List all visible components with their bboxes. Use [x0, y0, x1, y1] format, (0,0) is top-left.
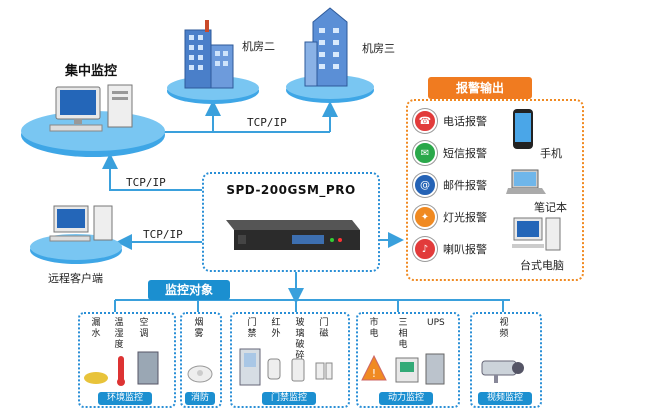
power-item-three-phase: 三相电 [398, 318, 408, 350]
room2-label: 机房二 [242, 40, 275, 53]
video-item-camera: 视频 [499, 318, 509, 339]
tcp-label-central: TCP/IP [126, 176, 166, 189]
power-item-mains: 市电 [369, 318, 379, 339]
light-icon: ✦ [413, 205, 437, 229]
camera-icon [481, 360, 524, 383]
device-unit-icon[interactable] [222, 210, 362, 254]
env-item-leak: 漏水 [91, 318, 101, 339]
alarm-item-phone: ☎ 电话报警 [413, 109, 487, 133]
remote-client-label: 远程客户端 [48, 272, 103, 285]
desktop-icon [512, 217, 561, 251]
alarm-output-header: 报警输出 [428, 77, 532, 99]
power-devices-icon: ! [361, 353, 445, 385]
laptop-icon [506, 169, 546, 194]
link-device-to-central [102, 153, 205, 191]
tcp-label-remote: TCP/IP [143, 228, 183, 241]
alarm-item-sms: ✉ 短信报警 [413, 141, 487, 165]
alarm-item-speaker: ♪ 喇叭报警 [413, 237, 487, 261]
env-item-aircon: 空调 [139, 318, 149, 339]
door-item-access: 门禁 [247, 318, 257, 339]
power-category-label: 动力监控 [379, 392, 433, 405]
sms-icon: ✉ [413, 141, 437, 165]
power-item-ups: UPS [427, 318, 445, 328]
speaker-icon: ♪ [413, 237, 437, 261]
group-power [356, 312, 460, 408]
monitor-objects-header: 监控对象 [148, 280, 230, 300]
door-item-infrared: 红外 [271, 318, 281, 339]
smoke-detector-icon [187, 365, 213, 383]
door-item-magnetic: 门磁 [319, 318, 329, 339]
door-devices-icon [239, 348, 333, 386]
room3-label: 机房三 [362, 42, 395, 55]
env-devices-icon [84, 351, 159, 386]
group-video [470, 312, 542, 408]
device-panel: SPD-200GSM_PRO [202, 172, 380, 272]
door-item-glass-break: 玻璃破碎 [295, 318, 305, 361]
group-fire [180, 312, 222, 408]
device-model-label: SPD-200GSM_PRO [226, 183, 356, 197]
fire-item-smoke: 烟雾 [194, 318, 204, 339]
env-item-temp-humidity: 温湿度 [114, 318, 124, 350]
alarm-item-light: ✦ 灯光报警 [413, 205, 487, 229]
laptop-label: 笔记本 [534, 201, 567, 214]
mobile-phone-icon [513, 109, 533, 149]
mobile-phone-label: 手机 [540, 147, 562, 160]
alarm-item-email: @ 邮件报警 [413, 173, 487, 197]
group-door [230, 312, 350, 408]
door-category-label: 门禁监控 [262, 392, 316, 405]
central-monitor-label: 集中监控 [65, 64, 118, 79]
room3-illustration [286, 7, 374, 103]
central-monitor-illustration [21, 84, 165, 157]
desktop-label: 台式电脑 [520, 259, 564, 272]
tcp-label-rooms: TCP/IP [247, 116, 287, 129]
fire-category-label: 消防 [185, 392, 215, 405]
env-category-label: 环境监控 [98, 392, 152, 405]
remote-client-illustration [30, 205, 122, 264]
group-environment [78, 312, 176, 408]
svg-text:!: ! [372, 367, 376, 380]
email-icon: @ [413, 173, 437, 197]
video-category-label: 视频监控 [478, 392, 532, 405]
room2-illustration [167, 20, 259, 104]
phone-icon: ☎ [413, 109, 437, 133]
